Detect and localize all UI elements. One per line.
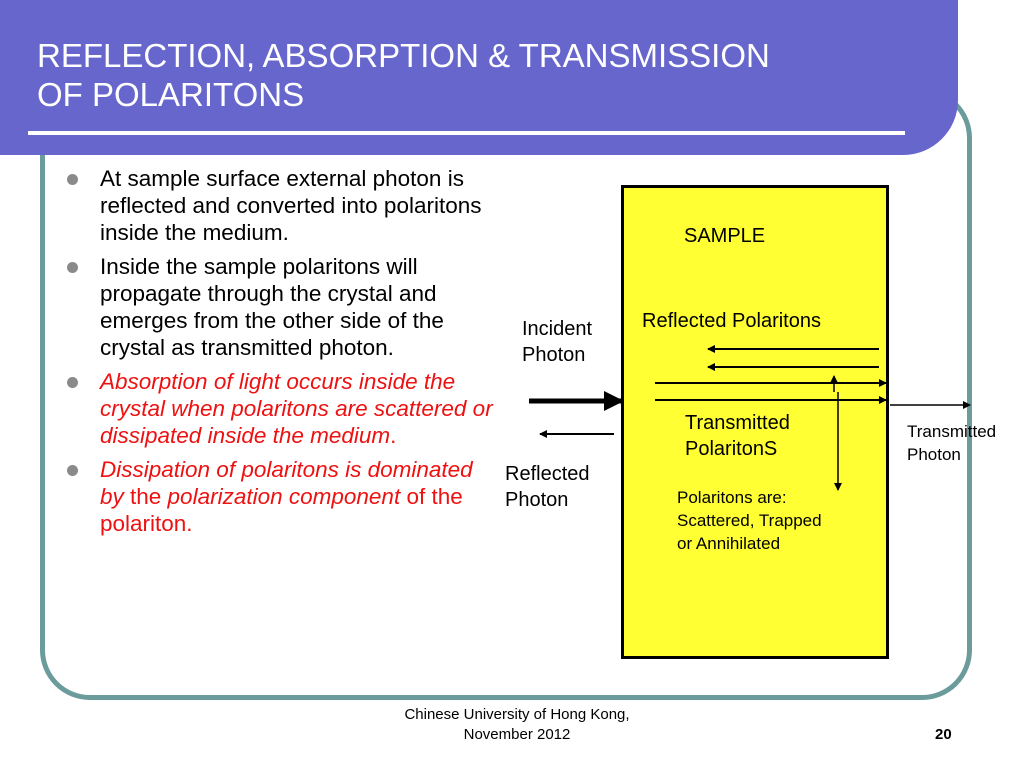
transmitted-polaritons-line-2: PolaritonS: [685, 438, 778, 460]
transmitted-photon-label: Transmitted Photon: [907, 420, 996, 466]
slide-title: REFLECTION, ABSORPTION & TRANSMISSION OF…: [37, 36, 917, 114]
reflected-photon-line-1: Reflected: [505, 463, 590, 485]
bullet-dot-icon: [67, 465, 78, 476]
reflected-photon-line-2: Photon: [505, 489, 569, 511]
sample-box: [621, 185, 889, 659]
bullet-text-italic: polarization component: [167, 484, 401, 509]
transmitted-photon-line-1: Transmitted: [907, 422, 997, 441]
transmitted-polaritons-line-1: Transmitted: [685, 412, 790, 434]
transmitted-photon-line-2: Photon: [907, 445, 961, 464]
bullet-text: of the polariton.: [100, 484, 463, 536]
title-line-2: OF POLARITONS: [37, 76, 305, 113]
bullet-list: At sample surface external photon is ref…: [60, 165, 500, 544]
title-line-1: REFLECTION, ABSORPTION & TRANSMISSION: [37, 37, 770, 74]
transmitted-polaritons-label: Transmitted PolaritonS: [685, 410, 790, 462]
incident-photon-line-1: Incident: [522, 318, 593, 340]
bullet-text: the: [123, 484, 168, 509]
title-underline: [28, 131, 905, 135]
polaritons-are-line-3: or Annihilated: [677, 534, 781, 553]
bullet-text-end: .: [390, 423, 397, 448]
bullet-text: At sample surface external photon is ref…: [100, 166, 482, 245]
reflected-polaritons-label: Reflected Polaritons: [642, 310, 821, 332]
bullet-item: Inside the sample polaritons will propag…: [60, 253, 500, 361]
sample-label: SAMPLE: [684, 225, 766, 247]
title-bar: REFLECTION, ABSORPTION & TRANSMISSION OF…: [0, 0, 958, 155]
footer-text: Chinese University of Hong Kong, Novembe…: [372, 705, 662, 745]
bullet-dot-icon: [67, 262, 78, 273]
bullet-item: Dissipation of polaritons is dominated b…: [60, 456, 500, 537]
polaritons-are-label: Polaritons are: Scattered, Trapped or An…: [677, 486, 822, 555]
polaritons-are-line-1: Polaritons are:: [677, 488, 787, 507]
reflected-photon-label: Reflected Photon: [505, 461, 590, 513]
incident-photon-label: Incident Photon: [522, 316, 592, 368]
bullet-text: Inside the sample polaritons will propag…: [100, 254, 444, 360]
bullet-item: Absorption of light occurs inside the cr…: [60, 368, 500, 449]
footer-line-2: November 2012: [463, 726, 571, 743]
bullet-dot-icon: [67, 174, 78, 185]
bullet-item: At sample surface external photon is ref…: [60, 165, 500, 246]
footer-line-1: Chinese University of Hong Kong,: [404, 706, 630, 723]
bullet-text-italic: Absorption of light occurs inside the cr…: [100, 369, 493, 448]
polaritons-are-line-2: Scattered, Trapped: [677, 511, 822, 530]
incident-photon-line-2: Photon: [522, 344, 586, 366]
bullet-text-italic: Dissipation of polaritons is dominated b…: [100, 457, 473, 509]
bullet-dot-icon: [67, 377, 78, 388]
page-number: 20: [935, 726, 952, 743]
